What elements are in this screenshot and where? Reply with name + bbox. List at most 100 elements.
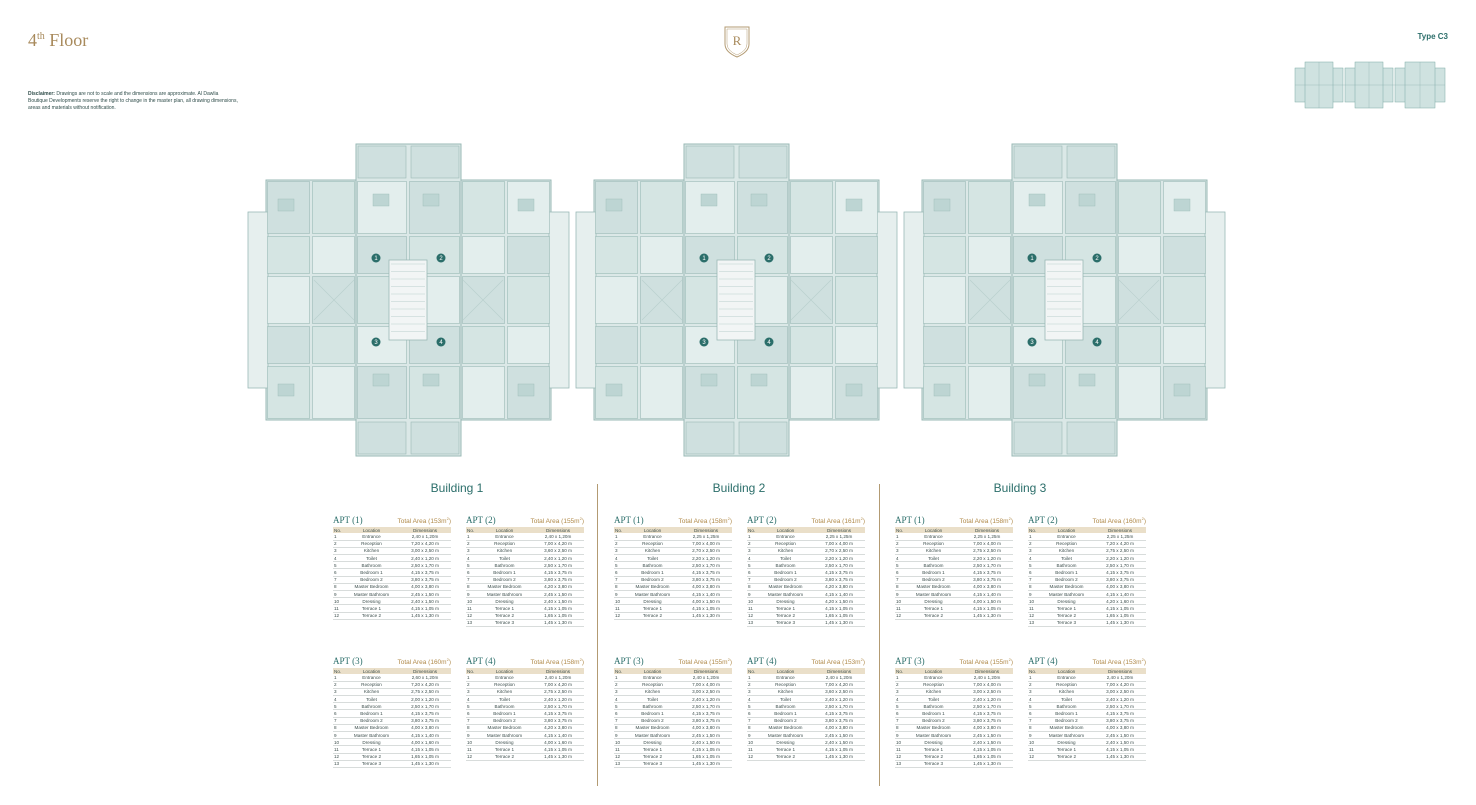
column-header-dimensions: Dimensions [961, 527, 1013, 533]
room-location: Terrace 3 [1039, 619, 1094, 627]
room-location: Terrace 3 [344, 760, 399, 768]
apartment-header: APT (1)Total Area (158m2) [614, 515, 732, 526]
room-number: 5 [614, 561, 625, 570]
room-location: Kitchen [344, 688, 399, 697]
room-dimensions: 2,70 x 2,50 m [813, 547, 865, 556]
room-dimensions: 2,50 x 1,70 m [532, 561, 584, 570]
room-number: 8 [747, 724, 758, 733]
column-header-no: No. [614, 527, 625, 533]
room-dimensions: 3,80 x 3,75 m [1094, 576, 1146, 584]
room-number: 13 [895, 760, 906, 768]
room-location: Master Bedroom [344, 724, 399, 733]
room-dimensions: 4,15 x 1,05 m [961, 604, 1013, 613]
room-location: Reception [344, 540, 399, 548]
apartment-total-area: Total Area (155m2) [530, 515, 584, 525]
room-number: 3 [466, 688, 477, 697]
room-location: Bedroom 2 [477, 717, 532, 725]
room-dimensions: 2,25 x 1,25m [813, 533, 865, 541]
room-number: 1 [747, 533, 758, 541]
room-number: 12 [1028, 753, 1039, 761]
apartment-header: APT (2)Total Area (160m2) [1028, 515, 1146, 526]
room-number: 7 [466, 717, 477, 725]
room-dimensions: 4,00 x 3,80 m [1094, 583, 1146, 592]
room-location: Dressing [758, 597, 813, 606]
room-location: Terrace 1 [477, 604, 532, 613]
room-location: Master Bathroom [758, 731, 813, 740]
column-header-location: Location [758, 527, 813, 533]
room-dimensions: 4,20 x 3,80 m [813, 583, 865, 592]
room-number: 2 [747, 540, 758, 548]
room-location: Master Bedroom [625, 724, 680, 733]
room-number: 12 [614, 753, 625, 761]
room-location: Terrace 1 [1039, 745, 1094, 754]
room-dimensions: 2,25 x 1,25m [1094, 533, 1146, 541]
room-dimensions: 2,40 x 1,20m [680, 674, 732, 682]
room-number: 3 [614, 688, 625, 697]
room-location: Dressing [477, 738, 532, 747]
room-number: 12 [747, 612, 758, 620]
column-header-no: No. [747, 668, 758, 674]
room-dimensions: 4,15 x 3,75 m [399, 709, 451, 718]
room-dimensions: 2,40 x 1,50 m [961, 738, 1013, 747]
room-dimensions: 2,40 x 1,20m [1094, 674, 1146, 682]
room-dimensions: 3,80 x 3,75 m [1094, 717, 1146, 725]
room-number: 11 [895, 604, 906, 613]
room-dimensions: 3,80 x 3,75 m [399, 576, 451, 584]
room-location: Terrace 2 [625, 753, 680, 761]
room-location: Dressing [625, 738, 680, 747]
room-dimensions: 4,15 x 1,05 m [1094, 745, 1146, 754]
column-header-no: No. [466, 668, 477, 674]
room-number: 1 [333, 533, 344, 541]
svg-text:3: 3 [374, 340, 378, 346]
room-location: Toilet [344, 695, 399, 704]
room-number: 11 [1028, 745, 1039, 754]
room-number: 1 [614, 533, 625, 541]
room-dimensions: 2,40 x 1,20m [532, 674, 584, 682]
room-dimensions: 4,20 x 3,80 m [532, 724, 584, 733]
room-location: Bedroom 1 [344, 568, 399, 577]
room-dimensions: 2,20 x 1,20 m [813, 554, 865, 563]
room-location: Kitchen [625, 688, 680, 697]
disclaimer-text: Drawings are not to scale and the dimens… [28, 91, 238, 111]
room-dimensions: 4,00 x 1,60 m [399, 738, 451, 747]
room-location: Terrace 1 [344, 604, 399, 613]
apartment-header: APT (3)Total Area (155m2) [895, 656, 1013, 667]
building-3-title: Building 3 [993, 481, 1047, 495]
room-location: Dressing [758, 738, 813, 747]
apartment-name: APT (4) [466, 656, 496, 666]
column-header-location: Location [625, 668, 680, 674]
room-dimensions: 2,50 x 1,70 m [1094, 561, 1146, 570]
room-location: Terrace 2 [1039, 612, 1094, 620]
room-location: Kitchen [758, 547, 813, 556]
room-number: 1 [895, 674, 906, 682]
room-dimensions: 4,15 x 3,75 m [532, 709, 584, 718]
room-dimensions: 2,40 x 1,20m [399, 533, 451, 541]
room-number: 8 [895, 724, 906, 733]
room-dimensions: 3,80 x 3,75 m [961, 576, 1013, 584]
room-location: Toilet [906, 554, 961, 563]
room-number: 6 [895, 709, 906, 718]
